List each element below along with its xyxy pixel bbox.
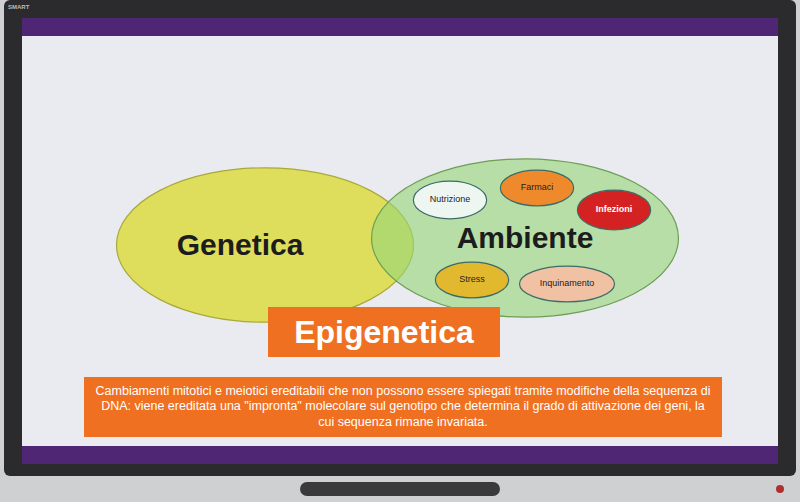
node-label: Inquinamento [540,278,595,289]
definition-box: Cambiamenti mitotici e meiotici ereditab… [84,377,722,437]
ellipse-fill [413,181,486,219]
bezel [4,0,796,476]
title-band: Epigenetica [268,307,500,357]
top-bar [22,18,778,36]
factor-ellipse: Farmaci [500,170,574,206]
node-label: Nutrizione [430,194,471,205]
ellipse-fill [519,266,614,302]
node-label: Ambiente [457,219,594,257]
ellipse-fill [117,168,414,322]
factor-ellipse: Infezioni [577,190,651,230]
node-label: Epigenetica [294,312,474,352]
definition-text: Cambiamenti mitotici e meiotici ereditab… [84,384,722,431]
ellipse-fill [500,170,573,206]
factor-ellipse: Inquinamento [519,266,615,302]
factor-ellipse: Nutrizione [413,181,487,219]
genetics-ellipse: Genetica [115,167,415,323]
ellipse-fill [577,190,650,230]
factor-ellipse: Stress [435,262,509,298]
node-label: Stress [459,274,485,285]
ellipse-fill [372,159,679,317]
slide-ground [22,18,778,464]
bottom-bar [22,446,778,464]
power-light [776,485,784,493]
control-strip [300,482,500,496]
brand-logo: SMART [8,4,29,10]
node-label: Genetica [177,226,304,264]
node-label: Infezioni [596,204,633,215]
node-label: Farmaci [521,182,554,193]
ellipse-fill [435,262,508,298]
environment-ellipse: Ambiente Nutrizione FarmaciInfezioniStress… [370,158,680,318]
